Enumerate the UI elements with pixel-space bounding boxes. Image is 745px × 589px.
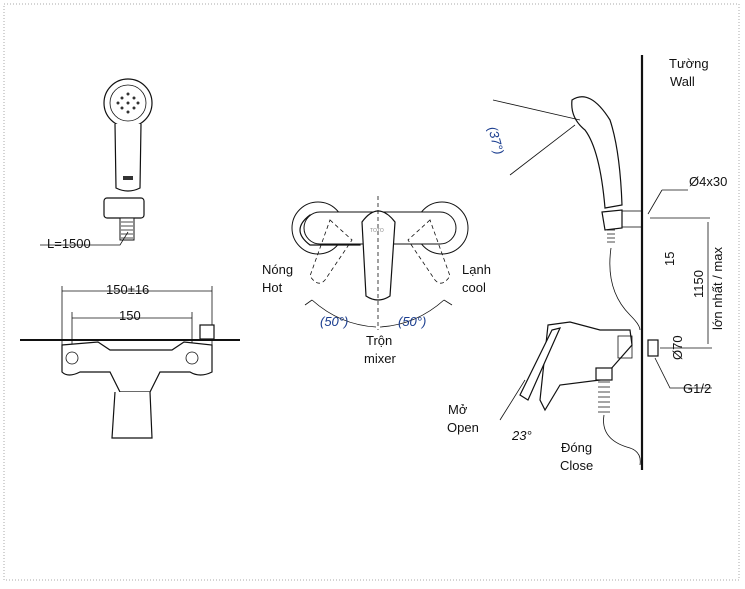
brand-mark: TOTO [370,228,384,234]
lever-angle-label: 23° [511,428,532,443]
hot-label-vi: Nóng [262,262,293,277]
cold-angle-label: (50°) [398,314,426,329]
side-view-assembly [492,96,712,466]
open-label-en: Open [447,420,479,435]
hand-shower-left [103,78,153,241]
drawing-border [3,3,740,581]
open-label-vi: Mở [448,402,468,417]
wall-label-en: Wall [670,74,695,89]
wall-label-vi: Tường [669,56,709,71]
cold-label-vi: Lạnh [462,262,491,277]
mixer-front-left [20,286,240,439]
hot-angle-label: (50°) [320,314,348,329]
close-label-vi: Đóng [561,440,592,455]
close-label-en: Close [560,458,593,473]
cold-label-en: cool [462,280,486,295]
width-range-label: 150±16 [106,282,149,297]
hose-leader-line [40,231,129,246]
mixer-label-en: mixer [364,351,396,366]
hose-length-label: L=1500 [47,236,91,251]
hot-label-en: Hot [262,280,283,295]
head-angle-label: (37°) [485,125,507,156]
height-note-label: lớn nhất / max [710,247,725,330]
flange-label: Ø70 [670,335,685,360]
height-label: 1150 [691,270,706,298]
mixer-top-view: TOTO [291,196,469,330]
width-label: 150 [119,308,141,323]
mixer-label-vi: Trộn [366,333,392,348]
thread-label: G1/2 [683,381,711,396]
offset-label: 15 [662,252,677,266]
screw-label: Ø4x30 [689,174,727,189]
